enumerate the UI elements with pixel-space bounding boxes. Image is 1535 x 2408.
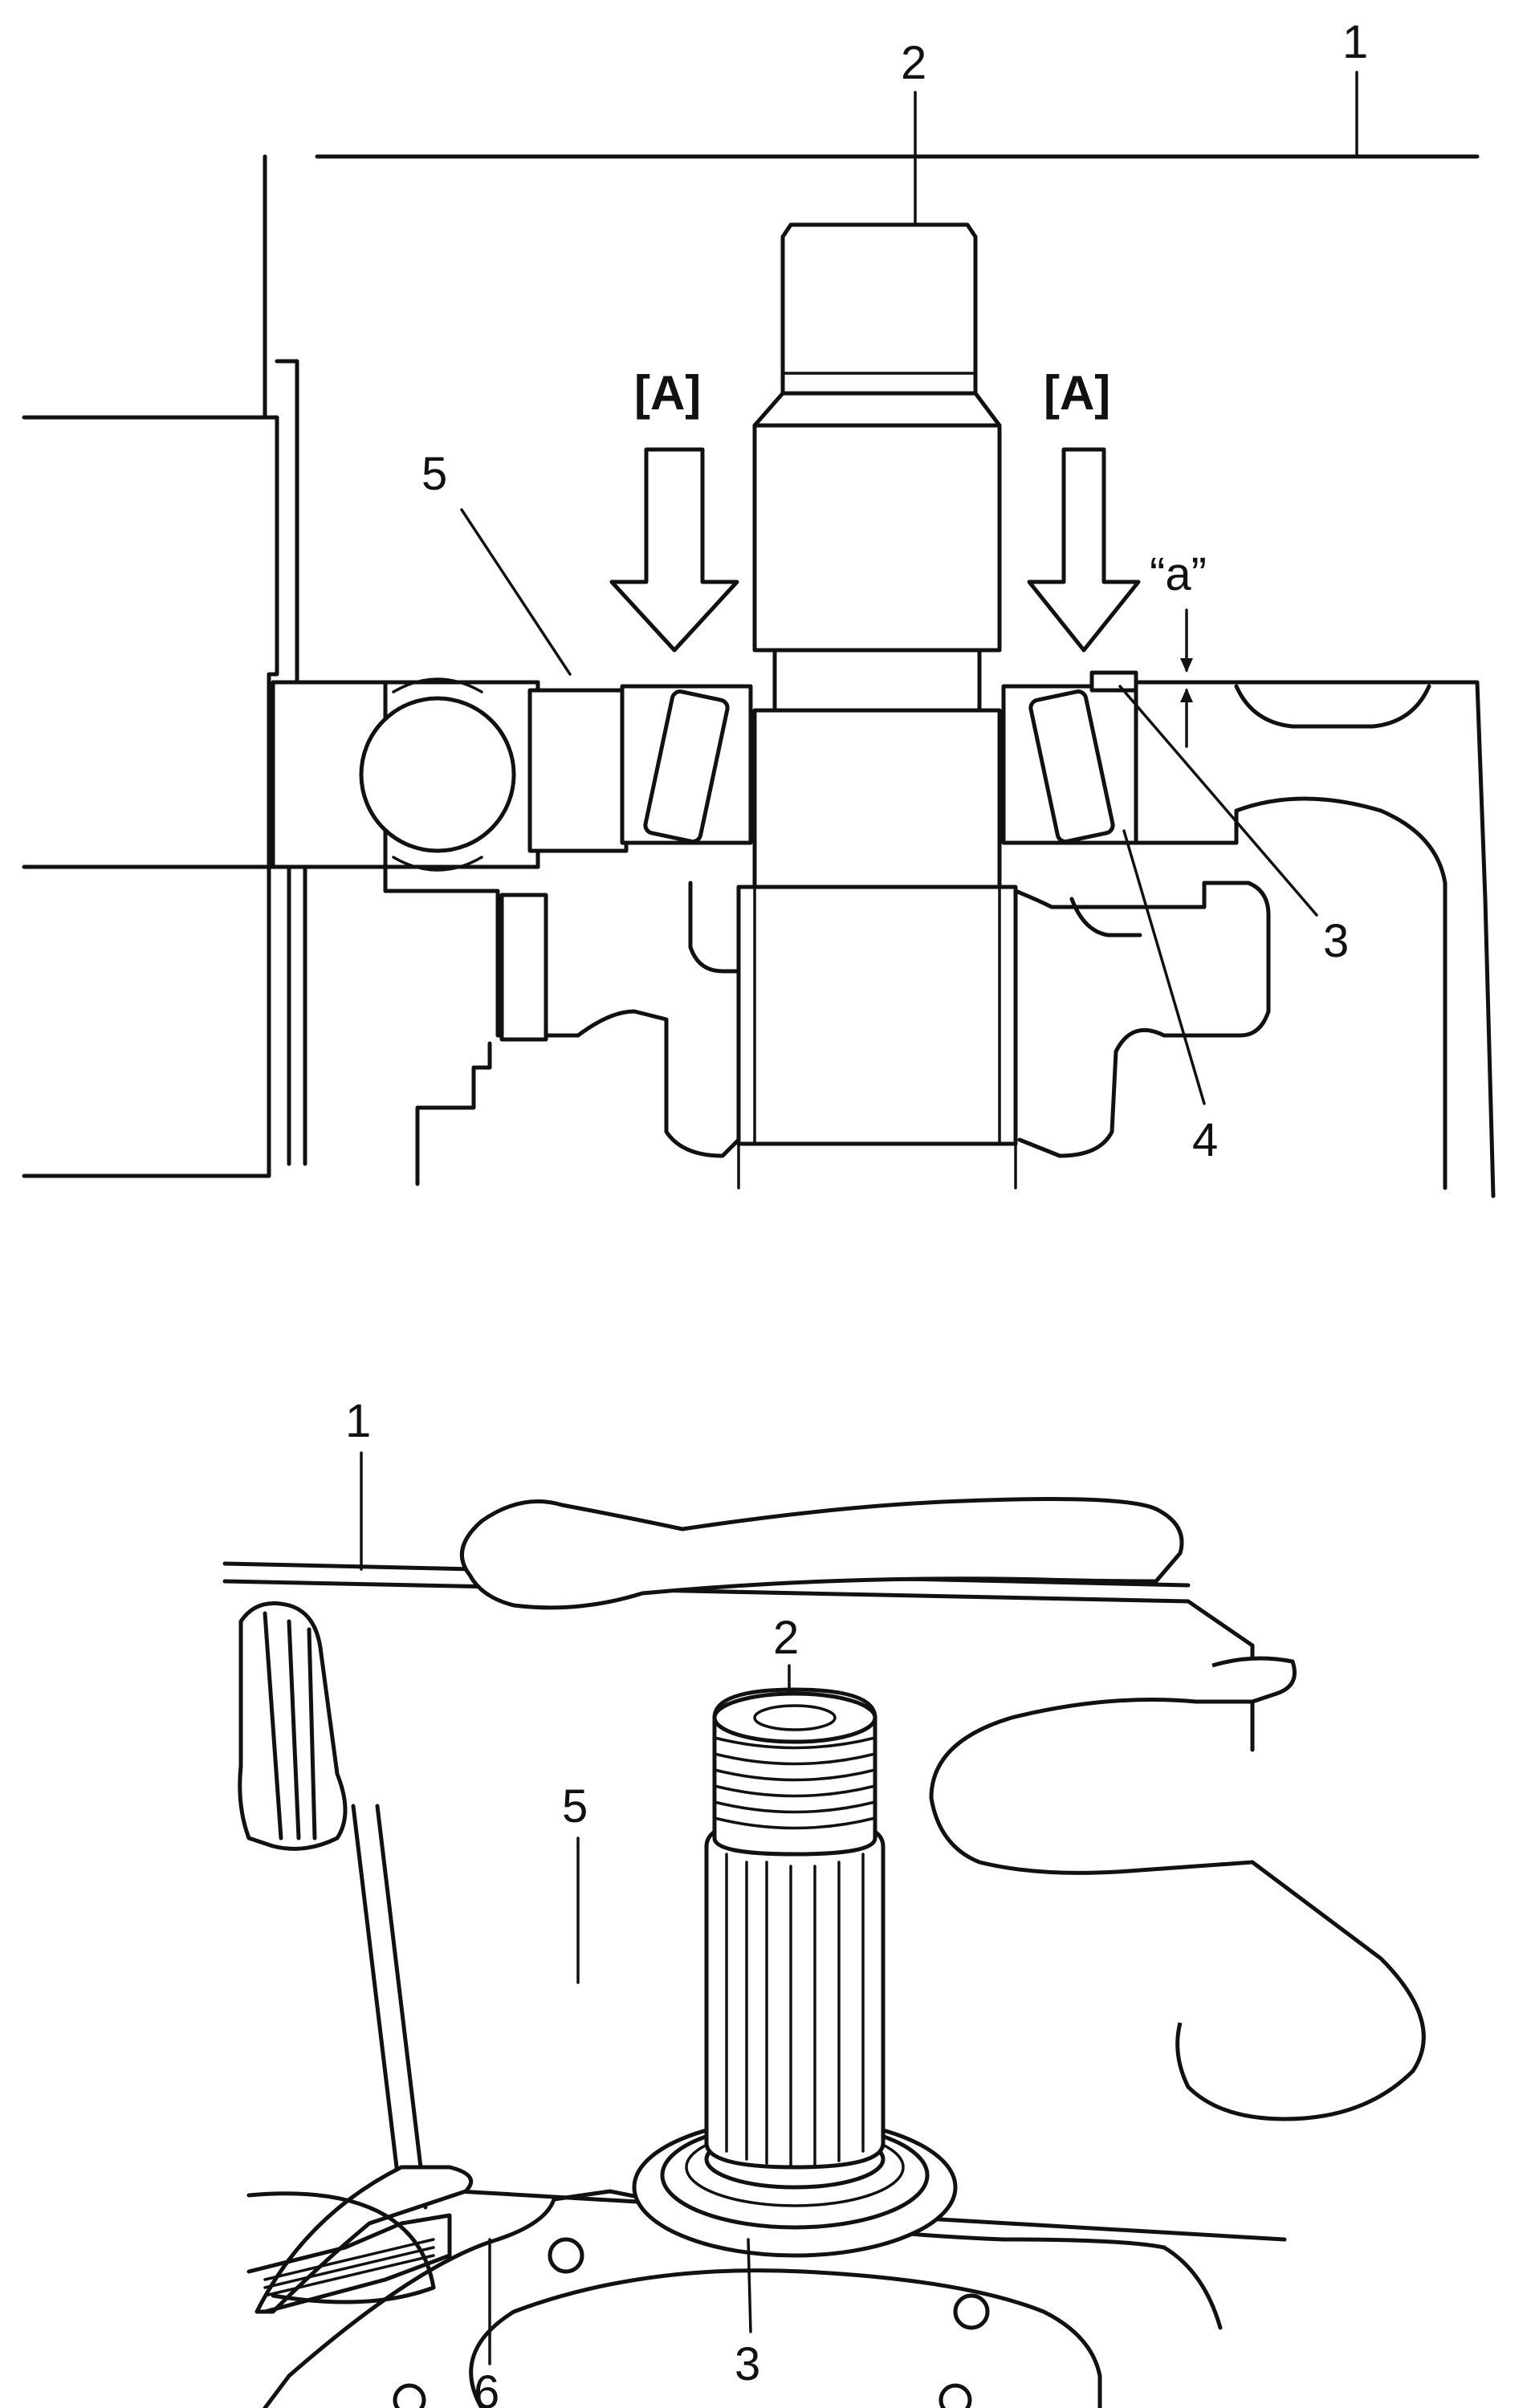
left-flange — [275, 359, 299, 685]
callout-5-bottom: 5 — [562, 1780, 588, 1832]
shim — [1089, 670, 1138, 693]
callout-5-top: 5 — [421, 448, 447, 500]
leader-3-top — [1118, 685, 1318, 917]
callout-2-top: 2 — [901, 37, 926, 89]
finger-right — [929, 1656, 1426, 2121]
left-shaft-bar — [351, 1804, 428, 2210]
right-gear-body — [1013, 881, 1271, 1158]
dimension-arrowhead-top — [1180, 658, 1193, 673]
tool-stripes — [263, 2238, 435, 2297]
shaft-collar — [772, 648, 982, 713]
ball-bearing-ball — [359, 696, 516, 853]
callout-4-top: 4 — [1192, 1114, 1218, 1166]
shaft-lower-body — [736, 885, 1018, 1146]
bolt-hole-4 — [939, 2383, 972, 2408]
left-spline-shaft — [238, 1601, 348, 1851]
callout-3-top: 3 — [1323, 915, 1349, 967]
shaft-spline-bottom — [704, 1816, 886, 2170]
hand-left — [246, 2191, 436, 2304]
top-cross-section: 1 2 3 4 5 [A] [A] “a” — [22, 16, 1496, 1198]
left-gear-lower — [415, 1041, 492, 1186]
bottom-perspective-view: 1 2 3 5 6 — [222, 1395, 1426, 2408]
shaft-threaded-end — [780, 222, 978, 396]
shaft-spline-section — [752, 423, 1002, 653]
left-gear-body — [383, 864, 741, 1158]
shaft-end-face — [712, 1691, 877, 1744]
shaft-neck — [752, 391, 1002, 428]
shaft-body — [752, 708, 1002, 889]
right-tapered-roller — [1028, 689, 1115, 844]
ball-cage — [392, 677, 483, 872]
left-gear-tab — [499, 893, 548, 1042]
right-gear-hub — [1069, 897, 1142, 938]
press-arrow-left — [609, 447, 739, 653]
tool-handle — [246, 2213, 452, 2314]
arrow-label-left: [A] — [634, 366, 701, 420]
bolt-hole-2 — [953, 2293, 990, 2330]
right-housing — [1134, 680, 1496, 1198]
callout-6-bottom: 6 — [474, 2366, 499, 2408]
spline-teeth — [725, 1853, 865, 2167]
left-housing-wall — [22, 154, 307, 1178]
shaft-lower-edges — [737, 885, 1017, 1190]
dimension-arrowhead-bottom — [1180, 688, 1193, 702]
shaft-center-mark — [753, 1704, 837, 1731]
leader-3-bottom — [747, 2238, 752, 2333]
callout-2-bottom: 2 — [773, 1612, 799, 1664]
leader-5-top — [460, 508, 572, 676]
press-arrow-right — [1027, 447, 1141, 653]
dimension-label: “a” — [1150, 548, 1207, 600]
bolt-hole-3 — [393, 2383, 426, 2408]
left-tapered-roller — [643, 689, 730, 844]
arrow-label-right: [A] — [1044, 366, 1110, 420]
finger-top — [459, 1497, 1184, 1610]
bolt-hole-1 — [548, 2237, 584, 2274]
bearing-5-inner — [527, 688, 629, 853]
callout-1-bottom: 1 — [345, 1395, 371, 1447]
leader-4-top — [1122, 829, 1206, 1105]
thread-lines — [713, 1736, 877, 1830]
feeler-gauge-tool — [254, 2165, 474, 2314]
callout-3-bottom: 3 — [735, 2338, 760, 2390]
callout-1-top: 1 — [1342, 16, 1368, 68]
